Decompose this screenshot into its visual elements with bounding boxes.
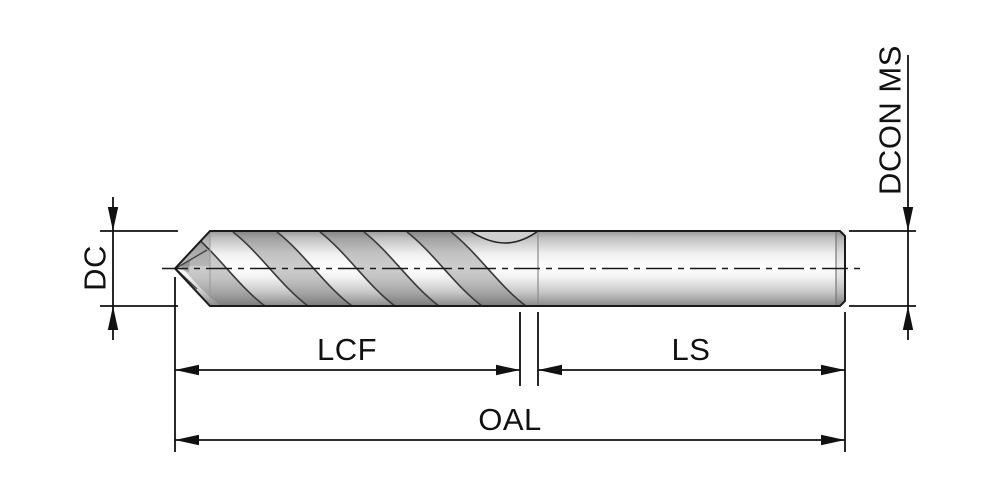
oal-label: OAL [478,402,542,437]
arrowhead [175,434,199,446]
drill-body [175,231,845,306]
dim-oal [175,434,845,446]
dim-dcon-ms [849,55,916,340]
arrowhead [107,207,119,231]
arrowhead [821,364,845,376]
dcon-ms-label: DCON MS [873,45,908,195]
drill-bit [162,230,861,307]
arrowhead [538,364,562,376]
ls-label: LS [672,332,711,367]
arrowhead [175,364,199,376]
arrowhead [902,207,914,231]
dim-lcf [174,277,521,452]
arrowhead [107,306,119,330]
dim-dc [100,197,178,340]
lcf-label: LCF [317,332,377,367]
arrowhead [496,364,520,376]
arrowhead [821,434,845,446]
arrowhead [902,306,914,330]
dc-label: DC [78,245,113,291]
dim-ls [537,312,846,452]
